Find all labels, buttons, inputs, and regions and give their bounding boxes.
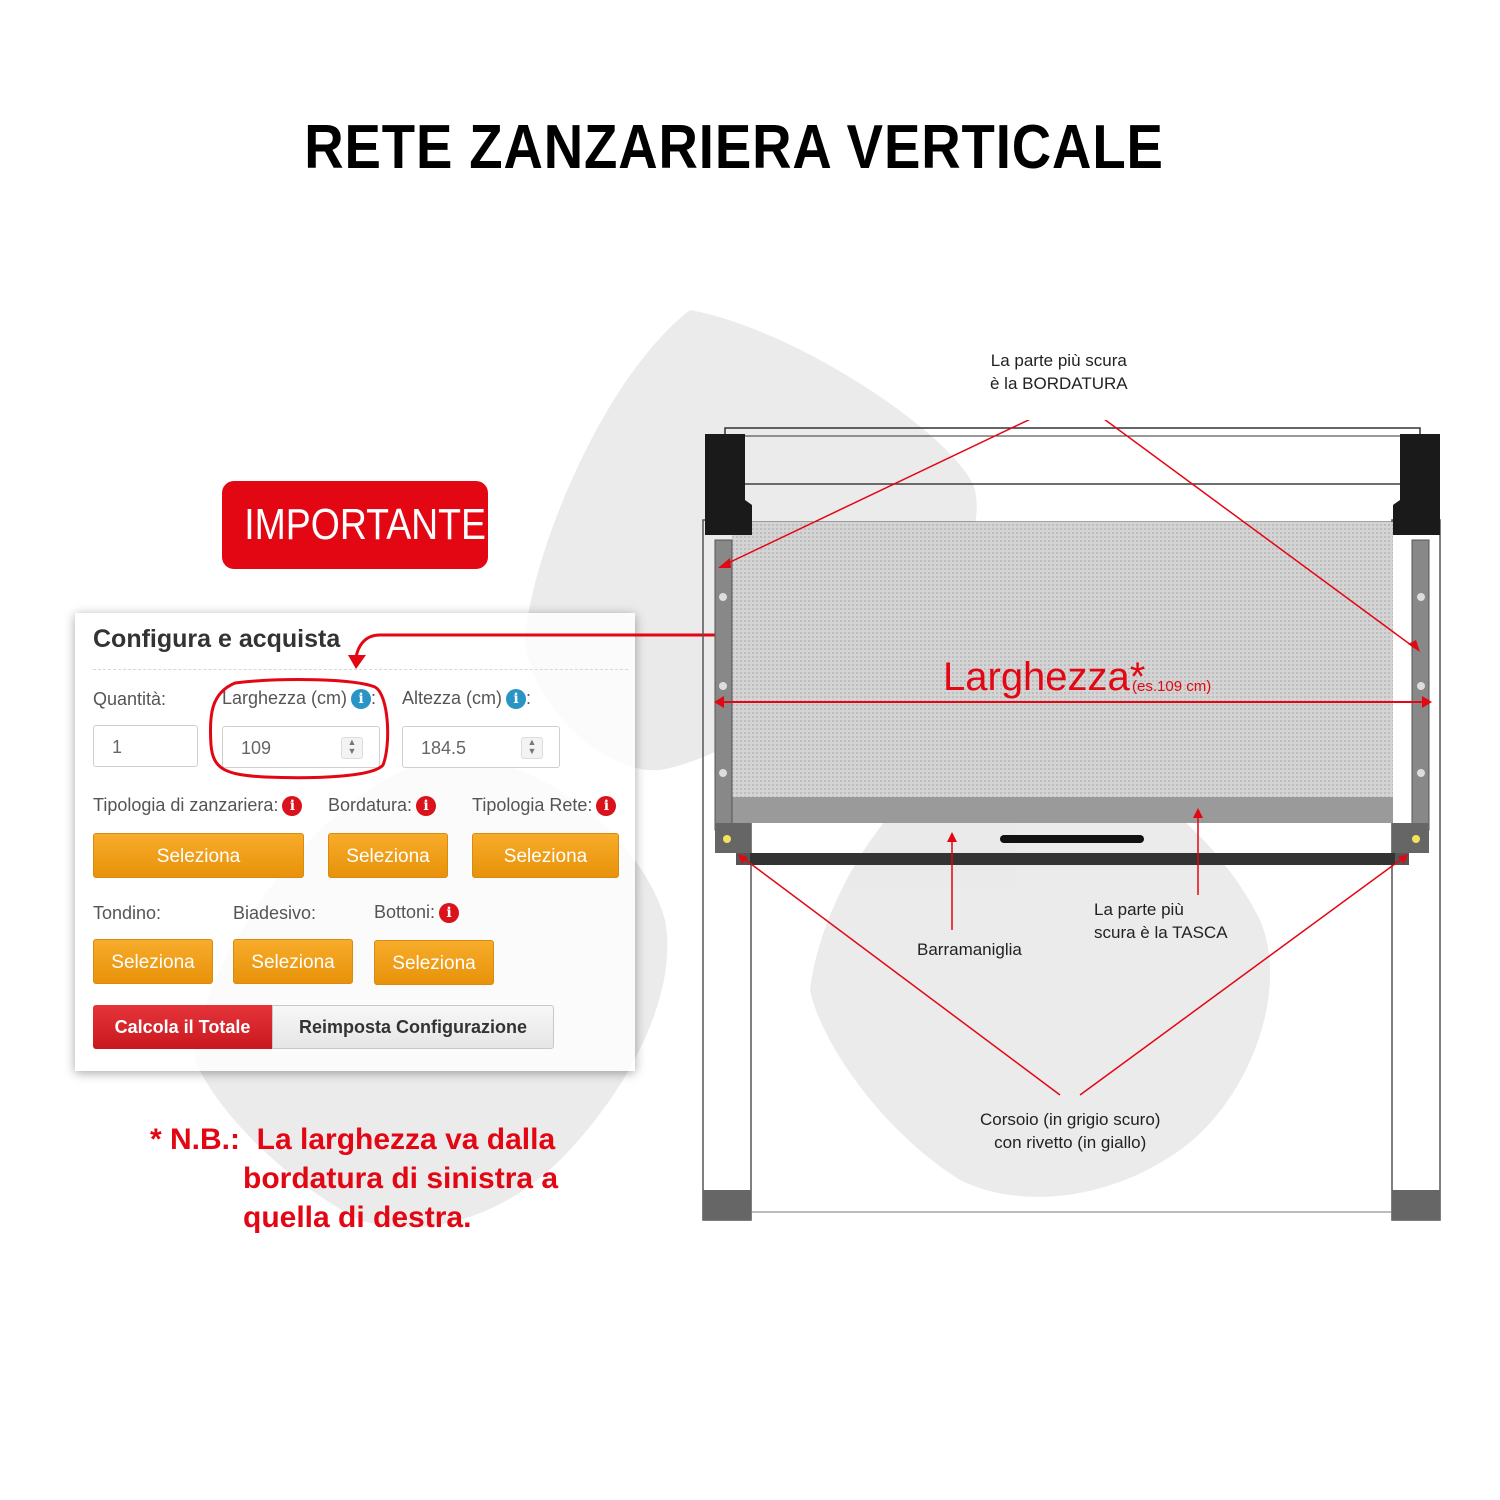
width-label-group: Larghezza (cm)i: (222, 688, 376, 709)
select-tape-button[interactable]: Seleziona (233, 939, 353, 984)
info-icon[interactable]: i (439, 903, 460, 923)
select-border-button[interactable]: Seleziona (328, 833, 448, 878)
buttons-label-group: Bottoni:i (374, 902, 460, 923)
type-label-group: Tipologia di zanzariera:i (93, 795, 303, 816)
config-panel: Configura e acquista Quantità: Larghezza… (75, 613, 635, 1071)
width-input[interactable]: 109 ▲▼ (222, 726, 380, 768)
border-note-line1: La parte più scura (990, 351, 1127, 370)
width-input-value: 109 (241, 738, 272, 758)
nb-note: * N.B.: La larghezza va dalla bordatura … (150, 1120, 558, 1237)
stepper-icon[interactable]: ▲▼ (521, 737, 543, 759)
width-label: Larghezza (cm) (222, 688, 348, 708)
quantity-label: Quantità: (93, 689, 167, 709)
buttons-label: Bottoni: (374, 902, 436, 922)
net-label-group: Tipologia Rete:i (472, 795, 617, 816)
colon: : (371, 688, 377, 708)
border-note: La parte più scura è la BORDATURA (990, 349, 1128, 395)
nb-note-line1: * N.B.: La larghezza va dalla (150, 1123, 556, 1156)
width-example-label: (es.109 cm) (1132, 678, 1212, 695)
slider-note-line1: Corsoio (in grigio scuro) (980, 1110, 1161, 1129)
info-icon[interactable]: i (351, 689, 372, 709)
pocket-note: La parte più scura è la TASCA (1094, 898, 1228, 944)
page-title: RETE ZANZARIERA VERTICALE (304, 113, 1164, 182)
info-icon[interactable]: i (596, 796, 617, 816)
border-label-group: Bordatura:i (328, 795, 437, 816)
reset-configuration-button[interactable]: Reimposta Configurazione (272, 1005, 554, 1049)
calculate-total-button[interactable]: Calcola il Totale (93, 1005, 272, 1049)
border-note-line2: è la BORDATURA (990, 374, 1128, 393)
mosquito-net-diagram (702, 420, 1441, 1221)
info-icon[interactable]: i (282, 796, 303, 816)
important-badge-label: IMPORTANTE! (244, 500, 497, 549)
tape-label: Biadesivo: (233, 903, 317, 923)
height-label: Altezza (cm) (402, 688, 503, 708)
height-label-group: Altezza (cm)i: (402, 688, 531, 709)
important-badge: IMPORTANTE! (222, 481, 496, 569)
quantity-input[interactable]: 1 (93, 725, 198, 767)
pocket-note-line2: scura è la TASCA (1094, 923, 1228, 942)
nb-note-line2: bordatura di sinistra a (243, 1162, 559, 1195)
nb-note-line3: quella di destra. (243, 1201, 472, 1234)
rod-label: Tondino: (93, 903, 162, 923)
panel-divider (93, 669, 628, 670)
select-rod-button[interactable]: Seleziona (93, 939, 213, 984)
width-dimension-label: Larghezza* (943, 655, 1146, 699)
select-buttons-button[interactable]: Seleziona (374, 940, 494, 985)
handle-bar-label: Barramaniglia (917, 940, 1022, 959)
info-icon[interactable]: i (506, 689, 527, 709)
type-label: Tipologia di zanzariera: (93, 795, 279, 815)
slider-note: Corsoio (in grigio scuro) con rivetto (i… (980, 1108, 1160, 1154)
slider-note-line2: con rivetto (in giallo) (994, 1133, 1147, 1152)
info-icon[interactable]: i (416, 796, 437, 816)
border-label: Bordatura: (328, 795, 413, 815)
select-type-button[interactable]: Seleziona (93, 833, 304, 878)
pocket-note-line1: La parte più (1094, 900, 1184, 919)
select-net-button[interactable]: Seleziona (472, 833, 619, 878)
colon: : (526, 688, 532, 708)
stepper-icon[interactable]: ▲▼ (341, 737, 363, 759)
net-label: Tipologia Rete: (472, 795, 593, 815)
panel-title: Configura e acquista (93, 625, 341, 653)
highlight-circle (208, 678, 390, 780)
height-input-value: 184.5 (421, 738, 467, 758)
height-input[interactable]: 184.5 ▲▼ (402, 726, 560, 768)
